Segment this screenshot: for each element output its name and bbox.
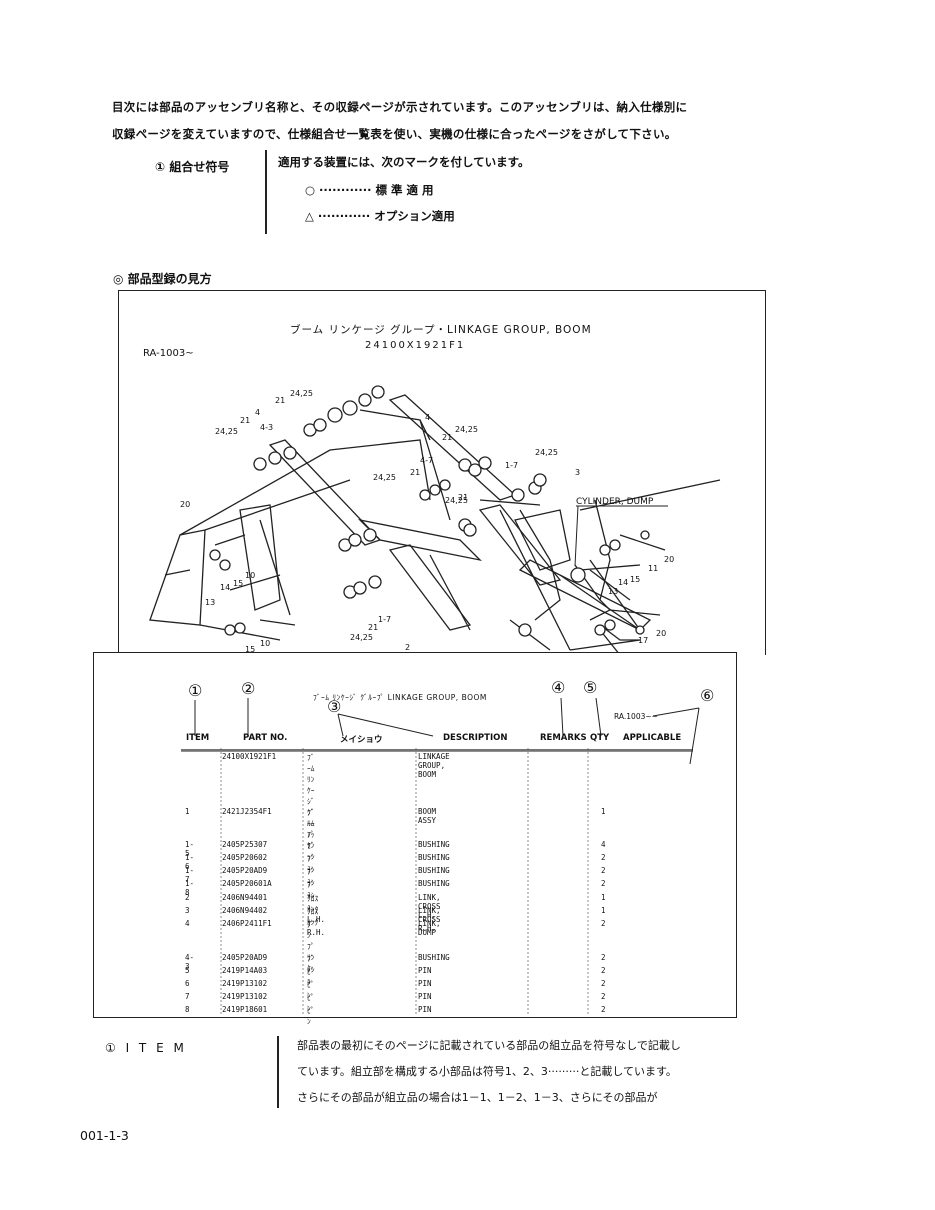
svg-text:1-7: 1-7 [378, 615, 391, 624]
svg-text:24,25: 24,25 [455, 425, 478, 434]
svg-text:24,25: 24,25 [290, 389, 313, 398]
col-item: ITEM [186, 733, 210, 743]
svg-text:20: 20 [180, 500, 190, 509]
diagram-title: ブーム リンケージ グループ・LINKAGE GROUP, BOOM [290, 324, 592, 336]
svg-text:1-7: 1-7 [505, 461, 518, 470]
intro-line-1: 目次には部品のアッセンブリ名称と、その収録ページが示されています。このアッセンブ… [112, 100, 688, 114]
svg-text:24,25: 24,25 [535, 448, 558, 457]
svg-text:24,25: 24,25 [373, 473, 396, 482]
col-name-kana: メイショウ [340, 735, 383, 745]
combo-option: △ ············ オプション適用 [305, 209, 455, 223]
marker-6: ⑥ [700, 686, 715, 705]
diagram-code: 24100X1921F1 [365, 340, 466, 351]
intro-line-2: 収録ページを変えていますので、仕様組合せ一覧表を使い、実機の仕様に合ったページを… [112, 127, 677, 141]
marker-1: ① [188, 681, 203, 700]
item-section-divider [277, 1036, 279, 1108]
marker-4: ④ [551, 678, 566, 697]
table-lines [181, 697, 700, 1016]
col-qty: QTY [590, 733, 610, 743]
svg-text:10: 10 [260, 639, 270, 648]
item-section-label: ① I T E M [105, 1041, 187, 1055]
marker-3: ③ [327, 697, 342, 716]
svg-text:21: 21 [410, 468, 420, 477]
item-desc-line-3: さらにその部品が組立品の場合は1－1、1－2、1－3、さらにその部品が [297, 1091, 658, 1104]
svg-text:21: 21 [368, 623, 378, 632]
svg-text:21: 21 [458, 493, 468, 502]
svg-text:21: 21 [275, 396, 285, 405]
svg-text:17: 17 [638, 636, 648, 645]
combo-title: 適用する装置には、次のマークを付しています。 [278, 155, 530, 169]
svg-text:4: 4 [425, 413, 430, 422]
svg-text:21: 21 [442, 433, 452, 442]
marker-2: ② [241, 679, 256, 698]
svg-text:20: 20 [664, 555, 674, 564]
svg-text:15: 15 [245, 645, 255, 654]
page-number: 001-1-3 [80, 1128, 129, 1143]
col-applicable: APPLICABLE [623, 733, 682, 743]
svg-text:24,25: 24,25 [215, 427, 238, 436]
boom-arm-left [388, 544, 472, 631]
combo-standard: ○ ············ 標 準 適 用 [305, 183, 434, 197]
svg-text:14: 14 [618, 578, 628, 587]
dump-link-right [388, 394, 517, 501]
section-title: ◎ 部品型録の見方 [113, 272, 212, 286]
bucket-shape [149, 529, 206, 626]
svg-text:4-3: 4-3 [260, 423, 273, 432]
svg-text:13: 13 [608, 587, 618, 596]
marker-5: ⑤ [583, 678, 598, 697]
combo-divider [265, 150, 267, 234]
col-part-no: PART NO. [243, 733, 288, 743]
diagram-frame [118, 290, 766, 655]
col-description: DESCRIPTION [443, 733, 508, 743]
svg-text:14: 14 [220, 583, 230, 592]
svg-text:2: 2 [405, 643, 410, 652]
svg-text:20: 20 [656, 629, 666, 638]
col-remarks: REMARKS [540, 733, 587, 743]
svg-text:4: 4 [255, 408, 260, 417]
svg-text:13: 13 [205, 598, 215, 607]
svg-text:4-7: 4-7 [420, 456, 433, 465]
cylinder-label: CYLINDER, DUMP [576, 497, 654, 507]
parts-table-frame [93, 652, 737, 1018]
svg-text:21: 21 [240, 416, 250, 425]
svg-text:11: 11 [648, 564, 658, 573]
table-header-title: ﾌﾞｰﾑ ﾘﾝｹｰｼﾞ ｸﾞﾙｰﾌﾟ LINKAGE GROUP, BOOM [313, 693, 487, 702]
svg-text:24,25: 24,25 [350, 633, 373, 642]
svg-text:24,25: 24,25 [445, 496, 468, 505]
item-desc-line-2: ています。組立部を構成する小部品は符号1、2、3·········と記載していま… [297, 1065, 677, 1078]
combo-label: ① 組合せ符号 [155, 160, 230, 174]
table-ra: RA.1003~~ [614, 712, 658, 721]
svg-text:3: 3 [575, 468, 580, 477]
diagram-ra: RA-1003~ [143, 348, 194, 359]
svg-text:10: 10 [245, 571, 255, 580]
item-desc-line-1: 部品表の最初にそのページに記載されている部品の組立品を符号なしで記載し [297, 1039, 681, 1052]
svg-text:15: 15 [233, 579, 243, 588]
intro-text: 目次には部品のアッセンブリ名称と、その収録ページが示されています。このアッセンブ… [112, 94, 752, 148]
svg-text:15: 15 [630, 575, 640, 584]
